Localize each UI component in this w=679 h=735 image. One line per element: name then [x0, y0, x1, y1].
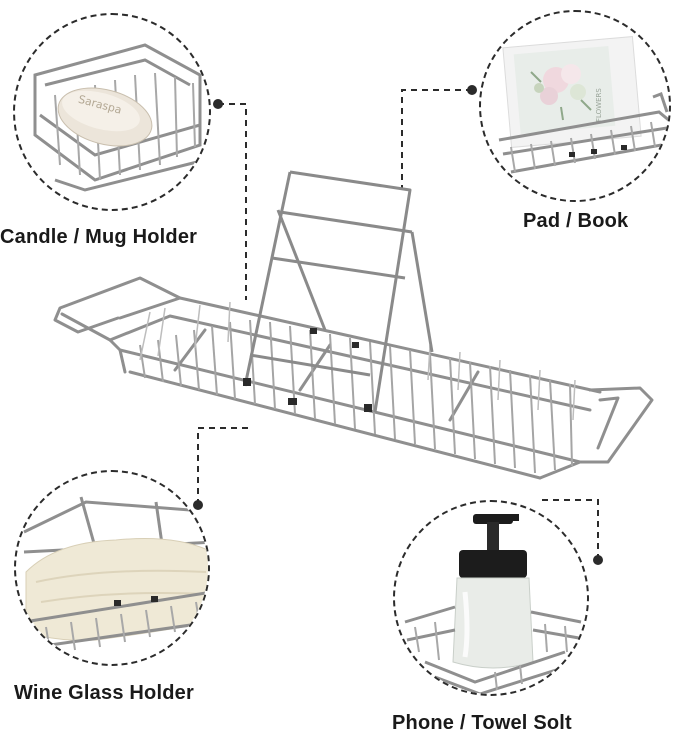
soap-basket-image: Saraspa — [33, 43, 206, 192]
soap-dispenser-image — [404, 514, 582, 694]
pad-book-detail: FLOWERS — [479, 10, 671, 202]
label-pad-book: Pad / Book — [523, 210, 629, 232]
label-candle-mug-holder: Candle / Mug Holder — [0, 226, 198, 248]
connector-dot-top-right — [467, 85, 477, 95]
label-phone-towel-slot: Phone / Towel Solt — [392, 712, 572, 734]
label-wine-glass-holder: Wine Glass Holder — [14, 682, 194, 704]
connector-dot-bottom-right — [593, 555, 603, 565]
connector-bottom-left — [197, 427, 250, 505]
book-cover-text: FLOWERS — [595, 88, 603, 122]
book-stand-image: FLOWERS — [498, 35, 669, 174]
candle-mug-holder-detail: Saraspa — [13, 13, 211, 211]
connector-top-right — [401, 89, 472, 190]
pump-dispenser-icon — [452, 514, 534, 669]
connector-bottom-right — [540, 499, 599, 560]
connector-dot-top-left — [213, 99, 223, 109]
connector-dot-bottom-left — [193, 500, 203, 510]
towel-basket-image — [23, 496, 208, 653]
connector-top-left — [218, 103, 247, 300]
phone-towel-slot-detail — [393, 500, 589, 696]
wine-glass-holder-detail — [14, 470, 210, 666]
flower-illustration-icon — [530, 64, 592, 121]
